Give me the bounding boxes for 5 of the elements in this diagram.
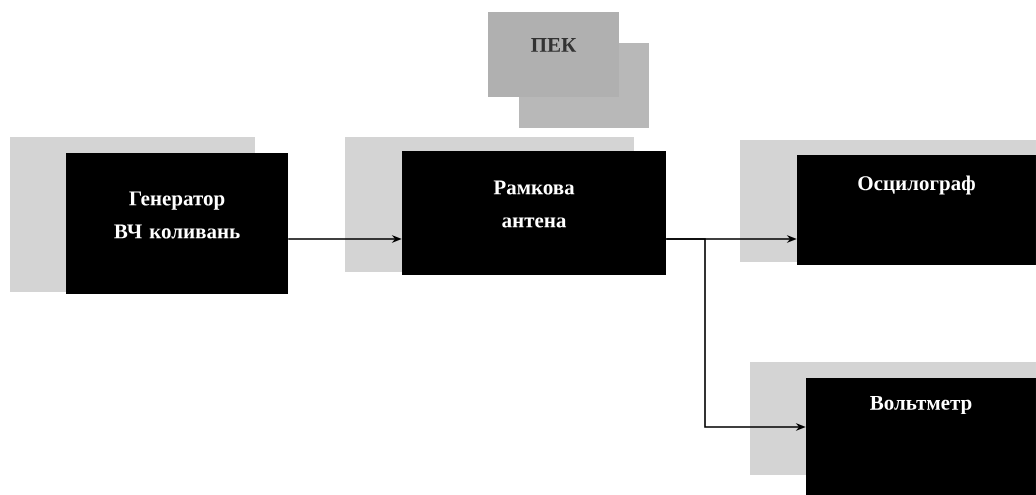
- process-box: ПЕК: [488, 12, 619, 97]
- process-box: Рамкова антена: [402, 151, 666, 275]
- process-box: Осцилограф: [797, 155, 1036, 265]
- process-box: Вольтметр: [806, 378, 1036, 495]
- process-box: Генератор ВЧ коливань: [66, 153, 288, 294]
